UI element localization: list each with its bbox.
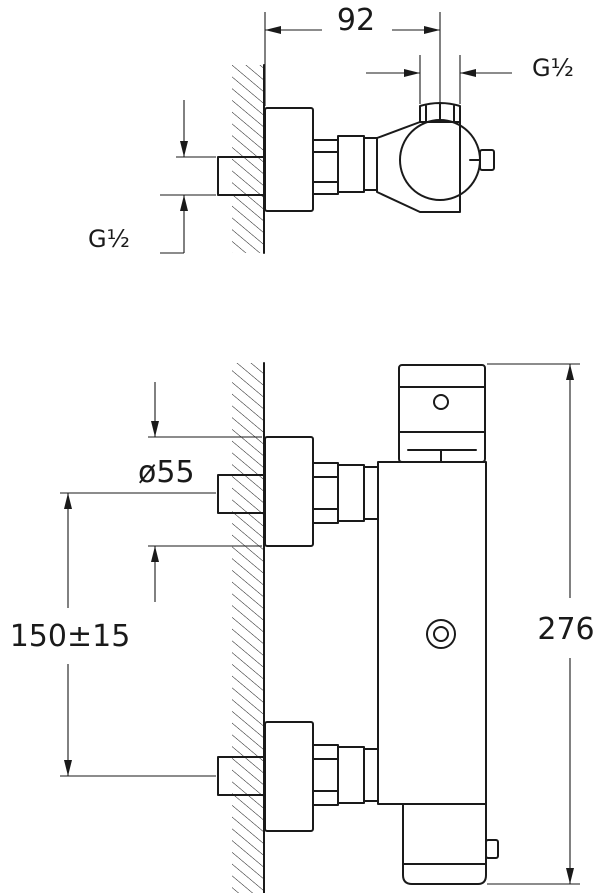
dim-55-arrow-top <box>151 421 159 437</box>
g12-left-label: G½ <box>88 225 130 253</box>
front-view: 276 ø55 150±15 <box>10 362 595 893</box>
top-connector <box>337 135 365 193</box>
top-wall-hatch <box>232 65 264 253</box>
upper-hex-nut <box>312 462 339 524</box>
dim-150-label: 150±15 <box>10 619 131 654</box>
dim-92-label: 92 <box>337 3 375 38</box>
lower-connector <box>337 746 365 804</box>
upper-connector-ring <box>363 466 379 520</box>
top-view: 92 G½ G½ <box>88 3 574 254</box>
g12-left-arrow-top <box>180 141 188 157</box>
dim-55-arrow-bottom <box>151 546 159 562</box>
dim-150-arrow-top <box>64 493 72 509</box>
g12-left-arrow-bottom <box>180 195 188 211</box>
dim-150-arrow-bottom <box>64 760 72 776</box>
upper-escutcheon <box>264 436 314 547</box>
lower-hex-nut <box>312 744 339 806</box>
dim-276-arrow-bottom <box>566 868 574 884</box>
top-handle <box>398 364 486 463</box>
mixer-body <box>377 461 487 805</box>
top-hex-nut <box>312 139 339 195</box>
g12-right-label: G½ <box>532 54 574 82</box>
outlet-outer-icon <box>426 619 456 649</box>
top-side-nub <box>479 149 495 171</box>
top-connector-ring <box>363 137 378 191</box>
lower-escutcheon <box>264 721 314 832</box>
top-escutcheon <box>264 107 314 212</box>
lower-connector-ring <box>363 748 379 802</box>
top-valve-circle <box>399 119 481 201</box>
front-wall-hatch <box>232 363 264 893</box>
g12-right-arrow-right <box>460 69 476 77</box>
dim-276-label: 276 <box>537 612 594 647</box>
upper-connector <box>337 464 365 522</box>
outlet-inner-icon <box>433 626 449 642</box>
dim-92-arrow-right <box>424 26 440 34</box>
dim-276-arrow-top <box>566 364 574 380</box>
bottom-handle <box>402 803 487 885</box>
dim-92-arrow-left <box>265 26 281 34</box>
temp-indicator-icon <box>433 394 449 410</box>
bottom-nub <box>485 839 499 859</box>
dim-55-label: ø55 <box>138 455 195 490</box>
g12-right-arrow-left <box>404 69 420 77</box>
